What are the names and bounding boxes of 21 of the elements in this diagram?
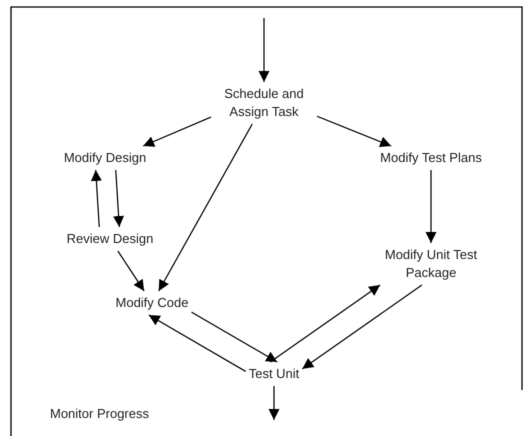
- arrow: [426, 170, 436, 243]
- arrow: [142, 116, 212, 147]
- arrow: [270, 284, 380, 362]
- step-label: Modify Code: [116, 294, 188, 312]
- arrow: [191, 312, 278, 363]
- arrow: [316, 116, 392, 147]
- arrow: [148, 314, 246, 372]
- step-label: Schedule and Assign Task: [214, 85, 314, 121]
- arrow: [90, 170, 102, 228]
- arrow: [268, 386, 280, 420]
- arrow: [302, 284, 422, 370]
- arrow: [258, 18, 270, 82]
- note-text: Monitor Progress: [50, 406, 149, 421]
- arrow: [117, 250, 145, 292]
- step-label: Modify Test Plans: [380, 149, 482, 167]
- arrow: [158, 124, 253, 292]
- step-label: Review Design: [66, 230, 154, 248]
- step-label: Modify Unit Test Package: [381, 246, 481, 282]
- step-label: Test Unit: [248, 365, 300, 383]
- step-label: Modify Design: [64, 149, 146, 167]
- arrow: [113, 170, 124, 228]
